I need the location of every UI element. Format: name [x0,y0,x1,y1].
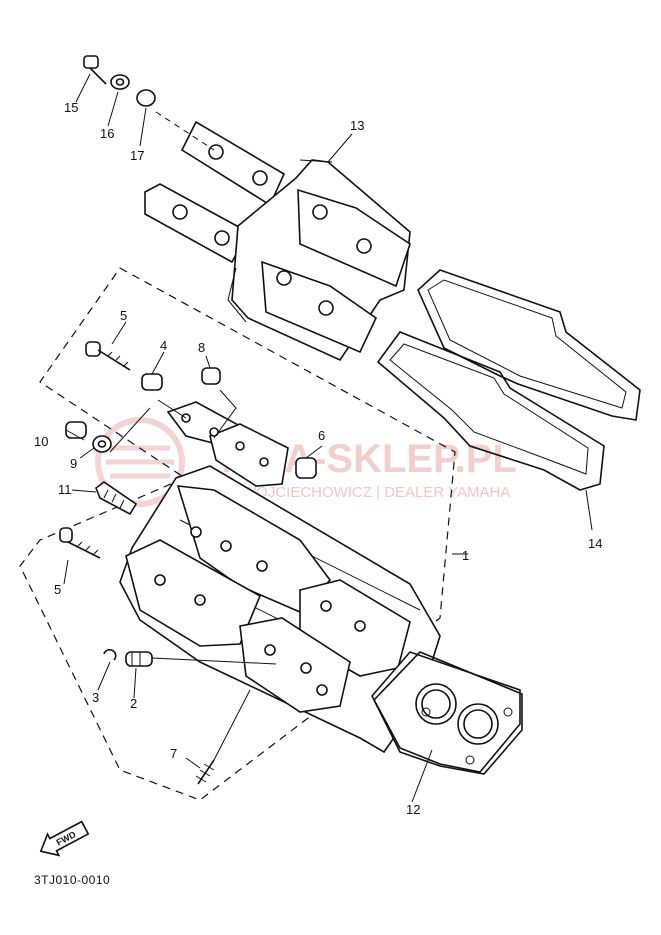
assembly-outline-dashed [19,267,456,801]
cover-gasket [376,269,641,491]
watermark-logo-icon [95,417,185,507]
callout-3: 3 [92,690,99,705]
bolt-15 [83,55,107,85]
callout-13: 13 [350,118,364,133]
bolt-5-upper [85,341,131,371]
clip-3 [103,648,117,661]
callout-1: 1 [462,548,469,563]
watermark-dealer: WOJCIECHOWICZ | DEALER YAMAHA [242,484,510,501]
cap-6 [295,457,317,479]
cylinder-head-body [119,465,521,773]
callout-7: 7 [170,746,177,761]
callout-5-upper: 5 [120,308,127,323]
leader-lines [63,73,593,803]
callout-2: 2 [130,696,137,711]
guide-2 [125,651,153,667]
callout-8: 8 [198,340,205,355]
forward-arrow-icon: FWD [39,820,90,857]
callout-12: 12 [406,802,420,817]
callout-11: 11 [58,482,72,497]
callout-labels: 15 16 17 13 5 4 8 6 10 9 11 14 1 5 3 2 7… [34,100,602,817]
spark-plug-11 [95,481,138,516]
cylinder-head-cover [144,120,411,362]
cap-8 [201,367,221,385]
cylinder-head-gasket [373,651,523,775]
callout-16: 16 [100,126,114,141]
callout-5-lower: 5 [54,582,61,597]
cap-17 [136,89,156,107]
camshaft-caps [166,401,289,487]
nut-16 [110,74,130,90]
diagram-reference-code: 3TJ010-0010 [34,873,110,887]
callout-10: 10 [34,434,48,449]
bolt-5-lower [59,527,101,559]
washer-9 [92,435,112,453]
plug-4 [141,373,163,391]
stud-7 [195,759,215,785]
callout-4: 4 [160,338,167,353]
callout-15: 15 [64,100,78,115]
callout-17: 17 [130,148,144,163]
callout-14: 14 [588,536,602,551]
callout-6: 6 [318,428,325,443]
callout-9: 9 [70,456,77,471]
